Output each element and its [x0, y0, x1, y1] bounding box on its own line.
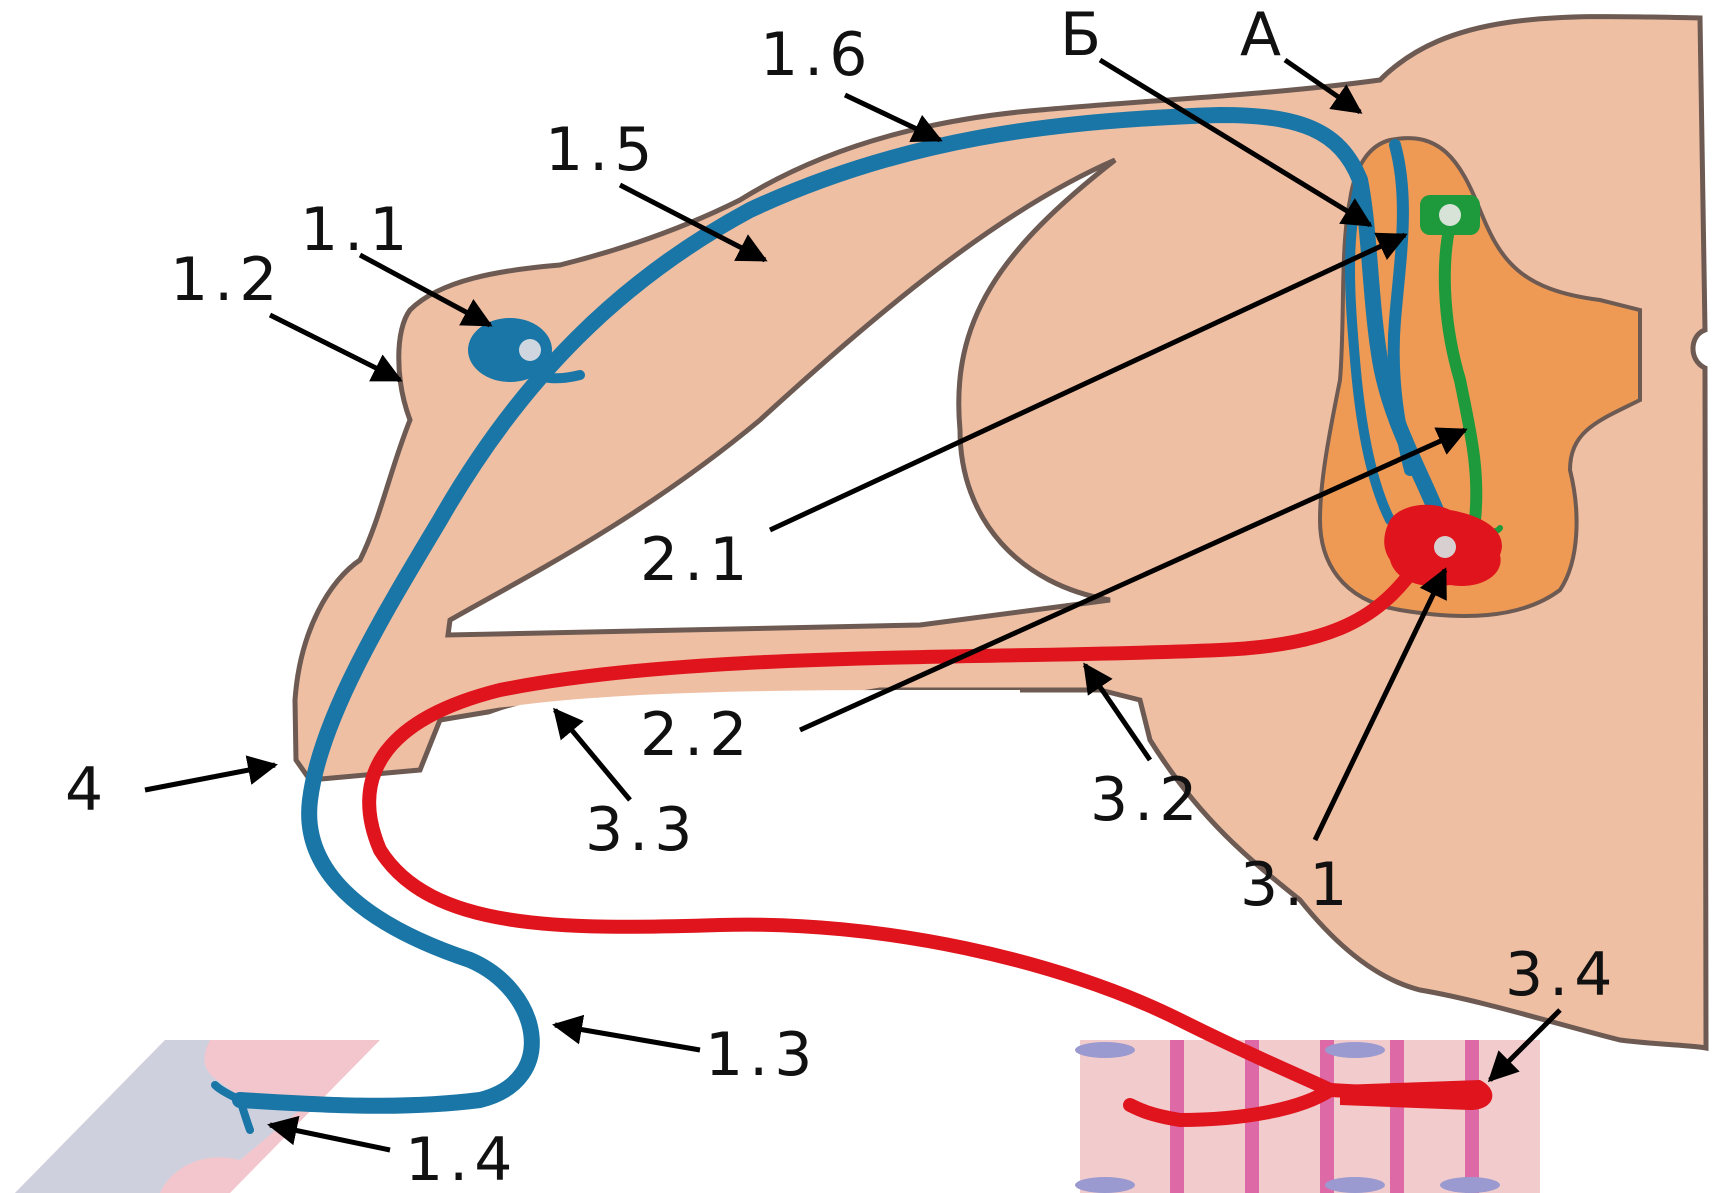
label-a: А — [1240, 0, 1287, 70]
label-3-4: 3.4 — [1505, 940, 1618, 1010]
sensory-cell-body — [468, 318, 552, 382]
label-1-6: 1.6 — [760, 20, 873, 90]
label-1-3: 1.3 — [705, 1020, 818, 1090]
label-1-2: 1.2 — [170, 245, 283, 315]
label-1-4: 1.4 — [405, 1125, 518, 1193]
label-3-1: 3.1 — [1240, 850, 1353, 920]
label-4: 4 — [65, 755, 109, 825]
skin-patch — [15, 1040, 380, 1193]
label-3-3: 3.3 — [585, 795, 698, 865]
label-1-5: 1.5 — [545, 115, 658, 185]
motor-end-plate — [1340, 1080, 1492, 1110]
label-3-2: 3.2 — [1090, 765, 1203, 835]
label-b: Б — [1060, 0, 1107, 70]
label-1-1: 1.1 — [300, 195, 413, 265]
label-2-1: 2.1 — [640, 525, 753, 595]
label-2-2: 2.2 — [640, 700, 753, 770]
